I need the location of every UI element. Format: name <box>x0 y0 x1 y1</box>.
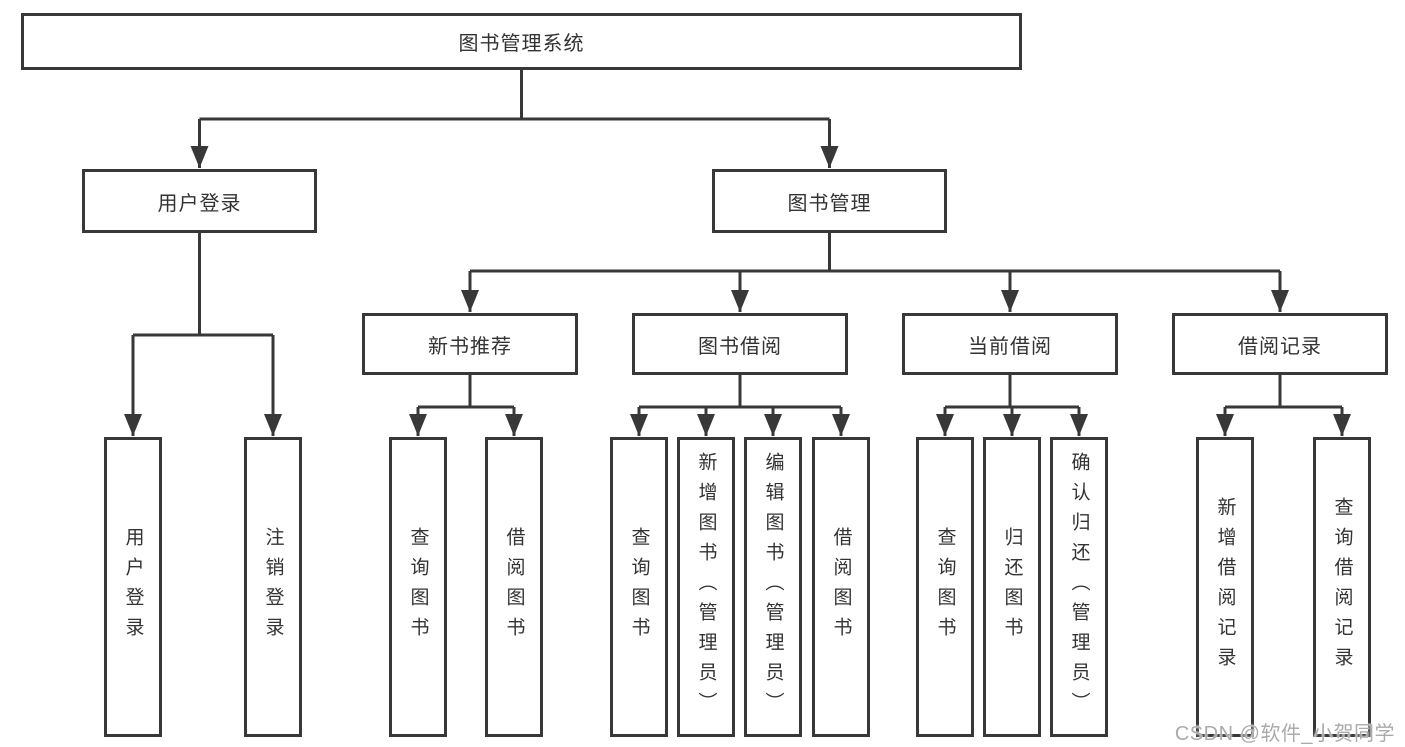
node-new-book-recommendation: 新书推荐 <box>362 313 578 375</box>
node-book-management-label: 图书管理 <box>787 192 872 215</box>
node-library-management-system: 图书管理系统 <box>21 13 1022 70</box>
leaf-add-borrow-record-label: 新增借阅记录 <box>1214 497 1236 677</box>
leaf-query-books-recommend: 查询图书 <box>389 437 447 737</box>
node-borrowing-records-label: 借阅记录 <box>1238 335 1322 358</box>
node-book-borrowing: 图书借阅 <box>632 313 848 375</box>
leaf-confirm-return-admin: 确认归还（管理员） <box>1050 437 1108 737</box>
node-book-borrowing-label: 图书借阅 <box>698 335 782 358</box>
leaf-return-books-label: 归还图书 <box>1001 527 1023 647</box>
leaf-borrow-books-recommend-label: 借阅图书 <box>503 527 525 647</box>
node-user-login-label: 用户登录 <box>157 192 242 215</box>
leaf-logout: 注销登录 <box>244 437 302 737</box>
leaf-query-books-current: 查询图书 <box>916 437 974 737</box>
leaf-query-books-recommend-label: 查询图书 <box>407 527 429 647</box>
connector-userlogin-children <box>124 233 282 436</box>
leaf-query-books-current-label: 查询图书 <box>934 527 956 647</box>
node-user-login: 用户登录 <box>82 169 317 233</box>
connector-bookborrow-children <box>630 375 850 436</box>
connector-currentborrow-children <box>936 375 1088 436</box>
leaf-edit-books-admin-label: 编辑图书（管理员） <box>762 452 784 722</box>
node-borrowing-records: 借阅记录 <box>1172 313 1388 375</box>
csdn-watermark: CSDN @软件_小贺同学 <box>1174 723 1395 745</box>
connector-newbook-children <box>409 375 523 436</box>
leaf-user-login: 用户登录 <box>104 437 162 737</box>
leaf-add-borrow-record: 新增借阅记录 <box>1196 437 1254 737</box>
leaf-query-books-borrow-label: 查询图书 <box>628 527 650 647</box>
leaf-add-books-admin: 新增图书（管理员） <box>677 437 735 737</box>
leaf-borrow-books: 借阅图书 <box>812 437 870 737</box>
leaf-query-borrow-record-label: 查询借阅记录 <box>1331 497 1353 677</box>
node-current-borrowing: 当前借阅 <box>902 313 1118 375</box>
connector-root-to-level2 <box>190 69 839 168</box>
leaf-borrow-books-recommend: 借阅图书 <box>485 437 543 737</box>
node-new-book-recommendation-label: 新书推荐 <box>428 335 512 358</box>
leaf-query-borrow-record: 查询借阅记录 <box>1313 437 1371 737</box>
node-current-borrowing-label: 当前借阅 <box>968 335 1052 358</box>
leaf-borrow-books-label: 借阅图书 <box>830 527 852 647</box>
leaf-add-books-admin-label: 新增图书（管理员） <box>695 452 717 722</box>
connector-bookmgmt-to-level3 <box>461 233 1289 312</box>
leaf-edit-books-admin: 编辑图书（管理员） <box>744 437 802 737</box>
leaf-user-login-label: 用户登录 <box>122 527 144 647</box>
leaf-logout-label: 注销登录 <box>262 527 284 647</box>
node-library-management-system-label: 图书管理系统 <box>458 33 585 55</box>
leaf-return-books: 归还图书 <box>983 437 1041 737</box>
leaf-confirm-return-admin-label: 确认归还（管理员） <box>1068 452 1090 722</box>
node-book-management: 图书管理 <box>712 169 947 233</box>
connector-borrowrecord-children <box>1216 375 1351 436</box>
leaf-query-books-borrow: 查询图书 <box>610 437 668 737</box>
